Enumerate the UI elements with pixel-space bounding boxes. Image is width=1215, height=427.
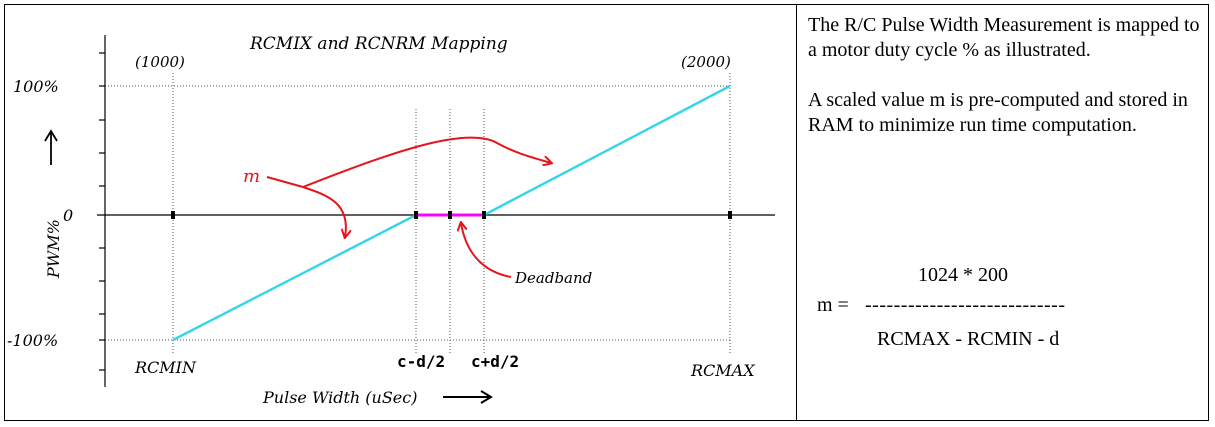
mapping-diagram-svg: RCMIX and RCNRM Mapping (1000) (2000) 10… [7, 34, 775, 407]
m-arrow-negative [302, 186, 346, 237]
m-label: m [243, 166, 260, 187]
marker-center [448, 211, 452, 219]
x-axis-right-arrow [443, 390, 493, 404]
x-axis-label: Pulse Width (uSec) [262, 388, 417, 407]
y-label-zero: 0 [63, 206, 73, 225]
marker-rcmin [171, 211, 175, 219]
x-label-rcmin: RCMIN [134, 358, 197, 377]
x-label-c-minus-d-half: c-d/2 [397, 352, 445, 371]
deadband-label: Deadband [514, 269, 592, 287]
red-annotations [266, 136, 551, 278]
marker-rcmax [728, 211, 732, 219]
mapping-diagram: RCMIX and RCNRM Mapping (1000) (2000) 10… [5, 5, 796, 420]
positive-ramp [483, 84, 731, 217]
formula-fraction-bar: ---------------------------- [865, 294, 1066, 316]
formula-lhs: m = [817, 294, 849, 316]
y-label-minus-100-percent: -100% [7, 331, 58, 350]
deadband-arrow [461, 223, 512, 278]
marker-c-plus [482, 211, 486, 219]
notes-paragraph-2: A scaled value m is pre-computed and sto… [808, 89, 1188, 136]
marker-c-minus [414, 211, 418, 219]
negative-ramp [172, 213, 417, 342]
x-label-c-plus-d-half: c+d/2 [471, 352, 519, 371]
x-label-rcmax: RCMAX [690, 361, 755, 380]
formula-denominator: RCMAX - RCMIN - d [877, 328, 1060, 350]
paragraph-gap [808, 63, 1204, 88]
notes-paragraph-1: The R/C Pulse Width Measurement is mappe… [808, 14, 1200, 61]
m-arrow-positive [302, 136, 551, 188]
tick-1000-label: (1000) [135, 53, 185, 71]
y-axis-up-arrow [44, 129, 58, 165]
content-frame: RCMIX and RCNRM Mapping (1000) (2000) 10… [4, 4, 1209, 421]
y-label-100-percent: 100% [13, 77, 59, 96]
axis-markers [171, 211, 732, 219]
tick-2000-label: (2000) [681, 53, 731, 71]
y-axis-label: PWM% [44, 219, 63, 279]
diagram-title: RCMIX and RCNRM Mapping [249, 34, 508, 54]
formula-numerator: 1024 * 200 [918, 264, 1008, 286]
notes-panel: The R/C Pulse Width Measurement is mappe… [808, 13, 1204, 350]
column-divider [796, 5, 797, 420]
y-axis-ticks [99, 52, 105, 371]
m-connector [266, 176, 304, 188]
